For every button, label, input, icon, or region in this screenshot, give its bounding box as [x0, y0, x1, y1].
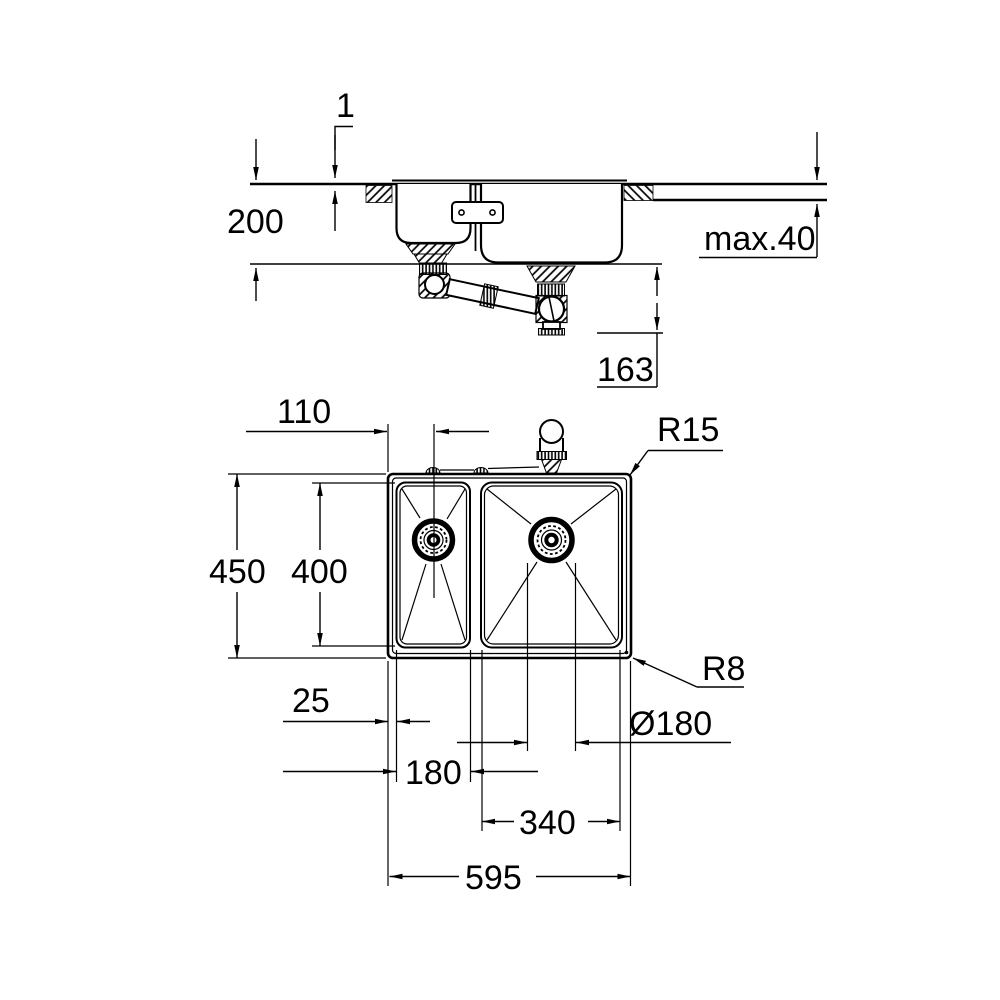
dim-bowl-corner-radius: R15: [629, 411, 723, 476]
dim-label-bowl-depth: 400: [291, 553, 348, 591]
dim-rim-leader: [334, 125, 353, 150]
dim-large-bowl-width: 340: [481, 650, 621, 842]
drain-knurl-ring: [419, 526, 448, 554]
dim-label-trap-clearance: 163: [597, 351, 654, 389]
drain-center-hole: [548, 536, 555, 544]
r8-leader-arrow: [632, 657, 698, 688]
pipe-coupling: [479, 283, 499, 309]
slope-line: [401, 488, 421, 519]
dim-overall-depth: 450: [209, 473, 386, 659]
dim-label-large-bowl-width: 340: [519, 804, 576, 842]
dim-bowl-depth: 400: [291, 482, 395, 647]
sink-rim-inner-line: [391, 477, 628, 655]
faucet-assembly: [425, 419, 567, 474]
dim-label-overall-width: 595: [465, 859, 522, 897]
clip-rod-right: [487, 466, 540, 470]
dim-label-rim-height: 1: [336, 87, 355, 125]
bracket-hole-right: [489, 209, 496, 216]
outlet-pipe: [542, 321, 561, 330]
countertop-hatch-left: [365, 185, 393, 203]
drain-trap-assembly: [405, 243, 576, 336]
drain-large: [528, 516, 575, 564]
dim-small-bowl-width: 180: [283, 650, 538, 792]
slope-line: [486, 488, 532, 525]
tee-valve-line: [548, 296, 555, 322]
large-bowl-section: [479, 184, 624, 264]
bowl-large: [480, 481, 629, 655]
dim-label-overall-depth: 450: [209, 553, 266, 591]
dim-label-small-bowl-width: 180: [405, 754, 462, 792]
bowl-small-slope-lines: [401, 488, 466, 641]
dim-label-counter-thickness: max.40: [704, 220, 816, 258]
slope-line: [446, 488, 466, 520]
mounting-bracket: [451, 201, 504, 224]
drain-knurl-ring: [536, 525, 567, 555]
bowl-large-outer: [480, 481, 623, 649]
slope-line: [570, 488, 617, 525]
dim-label-bowl-radius: R15: [657, 411, 719, 449]
bowl-large-inner: [483, 485, 620, 645]
dim-outer-corner-radius: R8: [632, 650, 745, 688]
dim-rim-height: 1: [332, 87, 355, 231]
faucet-base: [540, 459, 563, 474]
slope-line: [440, 563, 466, 641]
slope-line: [401, 563, 427, 641]
dim-overall-width: 595: [387, 661, 632, 897]
dim-label-drain-diameter: Ø180: [629, 705, 712, 743]
faucet-dome: [539, 419, 564, 444]
dim-trap-clearance: 163: [597, 267, 663, 389]
slope-line: [486, 561, 538, 641]
dim-drain-offset: 110: [246, 393, 489, 472]
dim-label-drain-offset: 110: [277, 393, 331, 431]
drain-outer-ring: [528, 516, 575, 564]
rim-clip-right: [473, 467, 489, 474]
bowl-large-slope-lines: [486, 488, 617, 641]
outlet-cap: [538, 328, 565, 336]
dim-label-outer-radius: R8: [702, 650, 745, 688]
dim-label-install-depth: 200: [227, 203, 284, 241]
r15-leader-arrow: [629, 450, 649, 476]
corner-reference-dot: [624, 650, 629, 655]
large-strainer-nut: [537, 283, 565, 297]
bracket-hole-left: [458, 209, 465, 216]
bowl-small-inner: [399, 485, 468, 645]
slope-line: [565, 561, 617, 641]
dim-rim-offset: 25: [283, 682, 430, 725]
drain-mid-ring: [540, 529, 563, 551]
sink-section: [395, 184, 624, 264]
faucet-body: [539, 438, 564, 452]
small-bowl-section: [395, 184, 472, 245]
plan-view: 110 R15 450 400 25: [209, 393, 745, 897]
bowl-small: [395, 481, 471, 649]
dim-counter-thickness: max.40: [699, 132, 820, 259]
countertop-hatch-right: [623, 185, 654, 201]
countertop: [250, 179, 827, 203]
faucet-knurl-band: [536, 451, 567, 460]
dim-label-rim-offset: 25: [292, 682, 330, 720]
dim-drain-diameter: Ø180: [457, 563, 731, 751]
bowl-small-outer: [395, 481, 471, 649]
dim-install-depth: 200: [227, 139, 284, 301]
large-strainer-flange: [526, 265, 576, 283]
elbow-opening: [424, 274, 445, 295]
small-strainer-flange: [405, 243, 456, 255]
section-view: 1 200 max.40 163: [227, 87, 827, 389]
rim-clip-left: [425, 467, 441, 474]
